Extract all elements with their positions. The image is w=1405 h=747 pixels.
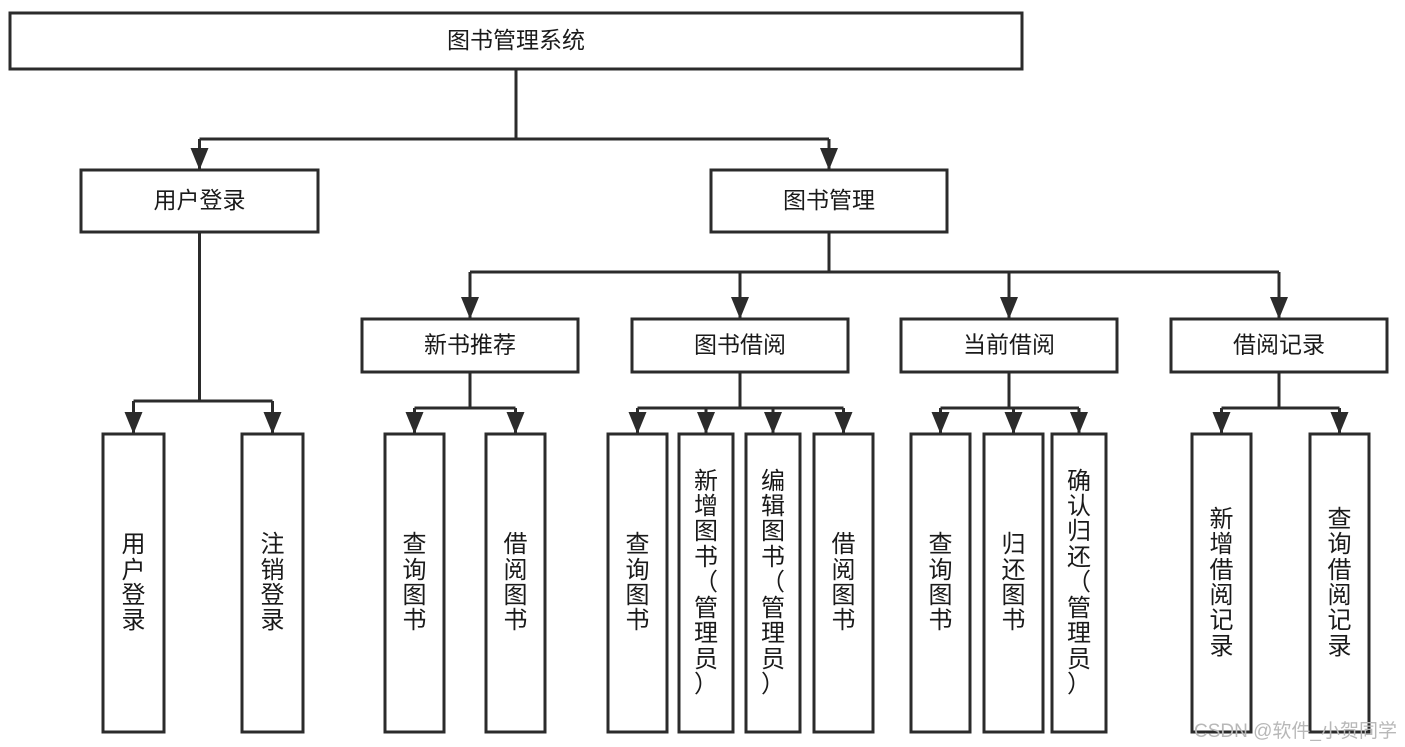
connectors-layer xyxy=(124,69,1349,434)
arrow-head-icon xyxy=(506,412,525,434)
node-label-current-borrow: 当前借阅 xyxy=(963,332,1055,358)
node-label-root: 图书管理系统 xyxy=(447,27,585,53)
node-box-book-management[interactable] xyxy=(709,168,949,234)
node-box-leaf-query-borrow-record[interactable] xyxy=(1308,432,1371,734)
arrow-head-icon xyxy=(1004,412,1023,434)
node-box-leaf-borrow-book-recommend[interactable] xyxy=(484,432,547,734)
arrow-head-icon xyxy=(124,412,143,434)
node-box-borrow-records[interactable] xyxy=(1169,317,1389,374)
arrow-head-icon xyxy=(628,412,647,434)
arrow-head-icon xyxy=(820,148,838,170)
watermark-text: CSDN @软件_小贺同学 xyxy=(1194,721,1397,742)
arrow-head-icon xyxy=(1000,297,1018,319)
node-label-user-login: 用户登录 xyxy=(154,187,246,213)
node-label-new-book-recommend: 新书推荐 xyxy=(424,332,516,358)
node-label-book-management: 图书管理 xyxy=(783,187,875,213)
node-box-user-login[interactable] xyxy=(79,168,320,234)
node-box-leaf-query-book-current[interactable] xyxy=(909,432,972,734)
node-box-leaf-query-book-recommend[interactable] xyxy=(383,432,446,734)
arrow-head-icon xyxy=(1330,412,1349,434)
arrow-head-icon xyxy=(764,412,782,434)
boxes-layer xyxy=(8,11,1389,734)
node-box-root[interactable] xyxy=(8,11,1024,71)
arrow-head-icon xyxy=(931,412,950,434)
node-box-leaf-add-book-admin[interactable] xyxy=(677,432,735,734)
arrow-head-icon xyxy=(263,412,282,434)
arrow-head-icon xyxy=(190,148,209,170)
node-box-leaf-edit-book-admin[interactable] xyxy=(744,432,802,734)
node-box-leaf-user-login[interactable] xyxy=(101,432,166,734)
node-box-leaf-query-book-borrow[interactable] xyxy=(606,432,669,734)
arrow-head-icon xyxy=(405,412,424,434)
node-box-leaf-add-borrow-record[interactable] xyxy=(1190,432,1253,734)
node-box-current-borrow[interactable] xyxy=(899,317,1119,374)
node-box-new-book-recommend[interactable] xyxy=(360,317,580,374)
arrow-head-icon xyxy=(697,412,715,434)
node-box-leaf-logout[interactable] xyxy=(240,432,305,734)
node-box-book-borrow[interactable] xyxy=(630,317,850,374)
node-box-leaf-borrow-book[interactable] xyxy=(812,432,875,734)
arrow-head-icon xyxy=(834,412,853,434)
node-box-leaf-confirm-return-admin[interactable] xyxy=(1050,432,1108,734)
arrow-head-icon xyxy=(461,297,479,319)
node-label-borrow-records: 借阅记录 xyxy=(1233,332,1325,358)
arrow-head-icon xyxy=(731,297,749,319)
arrow-head-icon xyxy=(1270,297,1288,319)
node-label-book-borrow: 图书借阅 xyxy=(694,332,786,358)
arrow-head-icon xyxy=(1212,412,1231,434)
arrow-head-icon xyxy=(1070,412,1088,434)
node-box-leaf-return-book[interactable] xyxy=(982,432,1045,734)
